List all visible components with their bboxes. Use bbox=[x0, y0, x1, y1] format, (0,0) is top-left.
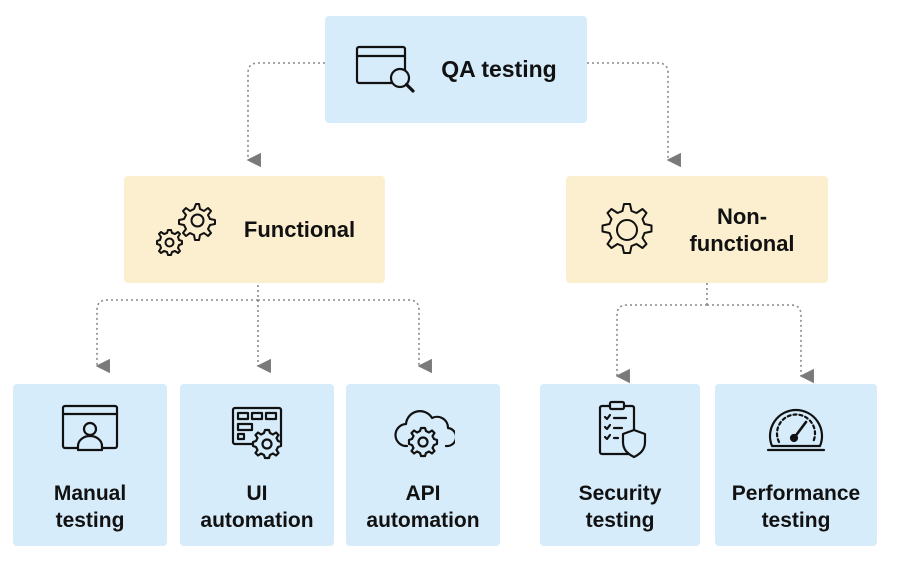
gears-icon bbox=[154, 202, 222, 258]
cloud-gear-icon bbox=[391, 400, 455, 460]
qa-testing-node: QA testing bbox=[325, 16, 587, 123]
connector-nonfunctional-security bbox=[615, 304, 707, 384]
performance-testing-label-line2: testing bbox=[761, 509, 831, 532]
security-testing-node: Security testing bbox=[540, 384, 700, 546]
non-functional-label-line2: functional bbox=[689, 230, 795, 256]
ui-automation-node: UI automation bbox=[180, 384, 334, 546]
api-automation-label-line1: API bbox=[405, 482, 441, 505]
connector-functional-manual bbox=[95, 299, 258, 374]
performance-testing-node: Performance testing bbox=[715, 384, 877, 546]
api-automation-label-line2: automation bbox=[366, 509, 480, 532]
ui-gear-icon bbox=[225, 400, 289, 460]
connector-functional-api bbox=[258, 299, 432, 374]
monitor-user-icon bbox=[58, 400, 122, 460]
functional-node: Functional bbox=[124, 176, 385, 283]
non-functional-node: Non- functional bbox=[566, 176, 828, 283]
qa-testing-label: QA testing bbox=[441, 56, 557, 82]
gauge-icon bbox=[764, 400, 828, 460]
security-testing-label-line2: testing bbox=[585, 509, 655, 532]
browser-search-icon bbox=[355, 45, 419, 95]
manual-testing-label-line2: testing bbox=[55, 509, 125, 532]
security-testing-label-line1: Security bbox=[578, 482, 662, 505]
connector-nonfunctional-performance bbox=[707, 304, 814, 384]
clipboard-shield-icon bbox=[588, 400, 652, 460]
connector-root-functional bbox=[246, 62, 325, 168]
manual-testing-node: Manual testing bbox=[13, 384, 167, 546]
api-automation-node: API automation bbox=[346, 384, 500, 546]
ui-automation-label-line1: UI bbox=[246, 482, 268, 505]
ui-automation-label-line2: automation bbox=[200, 509, 314, 532]
manual-testing-label-line1: Manual bbox=[53, 482, 127, 505]
connector-root-nonfunctional bbox=[587, 62, 681, 168]
functional-label: Functional bbox=[243, 217, 356, 242]
performance-testing-label-line1: Performance bbox=[731, 482, 861, 505]
gear-icon bbox=[599, 202, 655, 258]
non-functional-label-line1: Non- bbox=[716, 203, 768, 229]
